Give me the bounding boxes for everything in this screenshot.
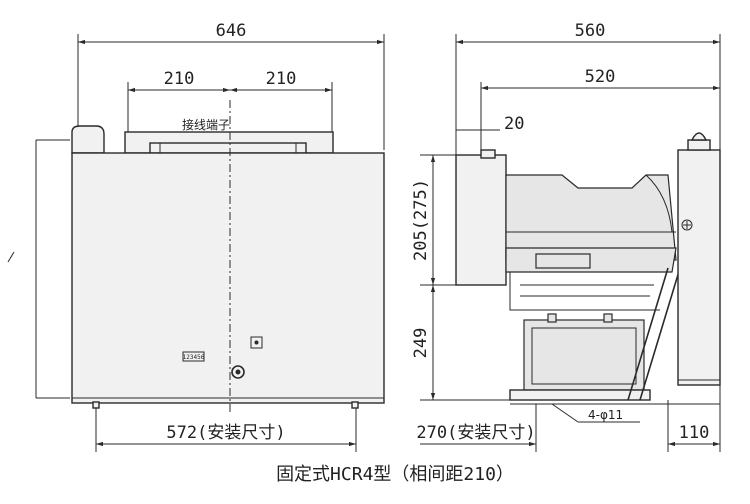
hole-spec: 4-φ11 [588,408,623,422]
lifting-handle [71,125,105,154]
foot-left [92,401,100,409]
front-view: 646 210 210 接线端子 123456 [7,21,385,452]
operating-knob [231,365,245,379]
nameplate-text: 123456 [183,354,205,361]
foot-right [351,401,359,409]
lower-height-dimension: 249 [411,328,431,359]
side-view: 560 520 20 205(275) 249 [411,21,721,452]
inner-depth-dimension: 520 [585,67,616,87]
nameplate [182,351,205,362]
front-panel [677,149,721,386]
pole-spacing-right: 210 [266,69,297,89]
terminal-block [149,142,307,154]
depth-dimension: 560 [575,21,606,41]
front-mount-dimension: 572(安装尺寸) [166,423,285,443]
panel-screw [681,219,693,231]
rear-terminal-plate [455,154,507,286]
terminal-label: 接线端子 [182,117,230,132]
terminal-lug [480,149,496,159]
side-mount-dimension: 270(安装尺寸) [416,423,535,443]
offset-dimension: 20 [504,114,524,134]
indicator-box [250,336,263,349]
contact-assembly [505,247,677,273]
drawing-caption: 固定式HCR4型（相间距210） [276,464,514,485]
arc-chute [505,174,677,261]
foot-dimension: 110 [679,423,710,443]
contact-block [535,253,591,269]
width-dimension: 646 [216,21,247,41]
base-plate [509,389,651,401]
indicator-lamp [690,132,708,141]
breaker-body [71,152,385,404]
upper-height-dimension: 205(275) [411,179,431,261]
pole-spacing-left: 210 [164,69,195,89]
operating-box [523,319,645,391]
